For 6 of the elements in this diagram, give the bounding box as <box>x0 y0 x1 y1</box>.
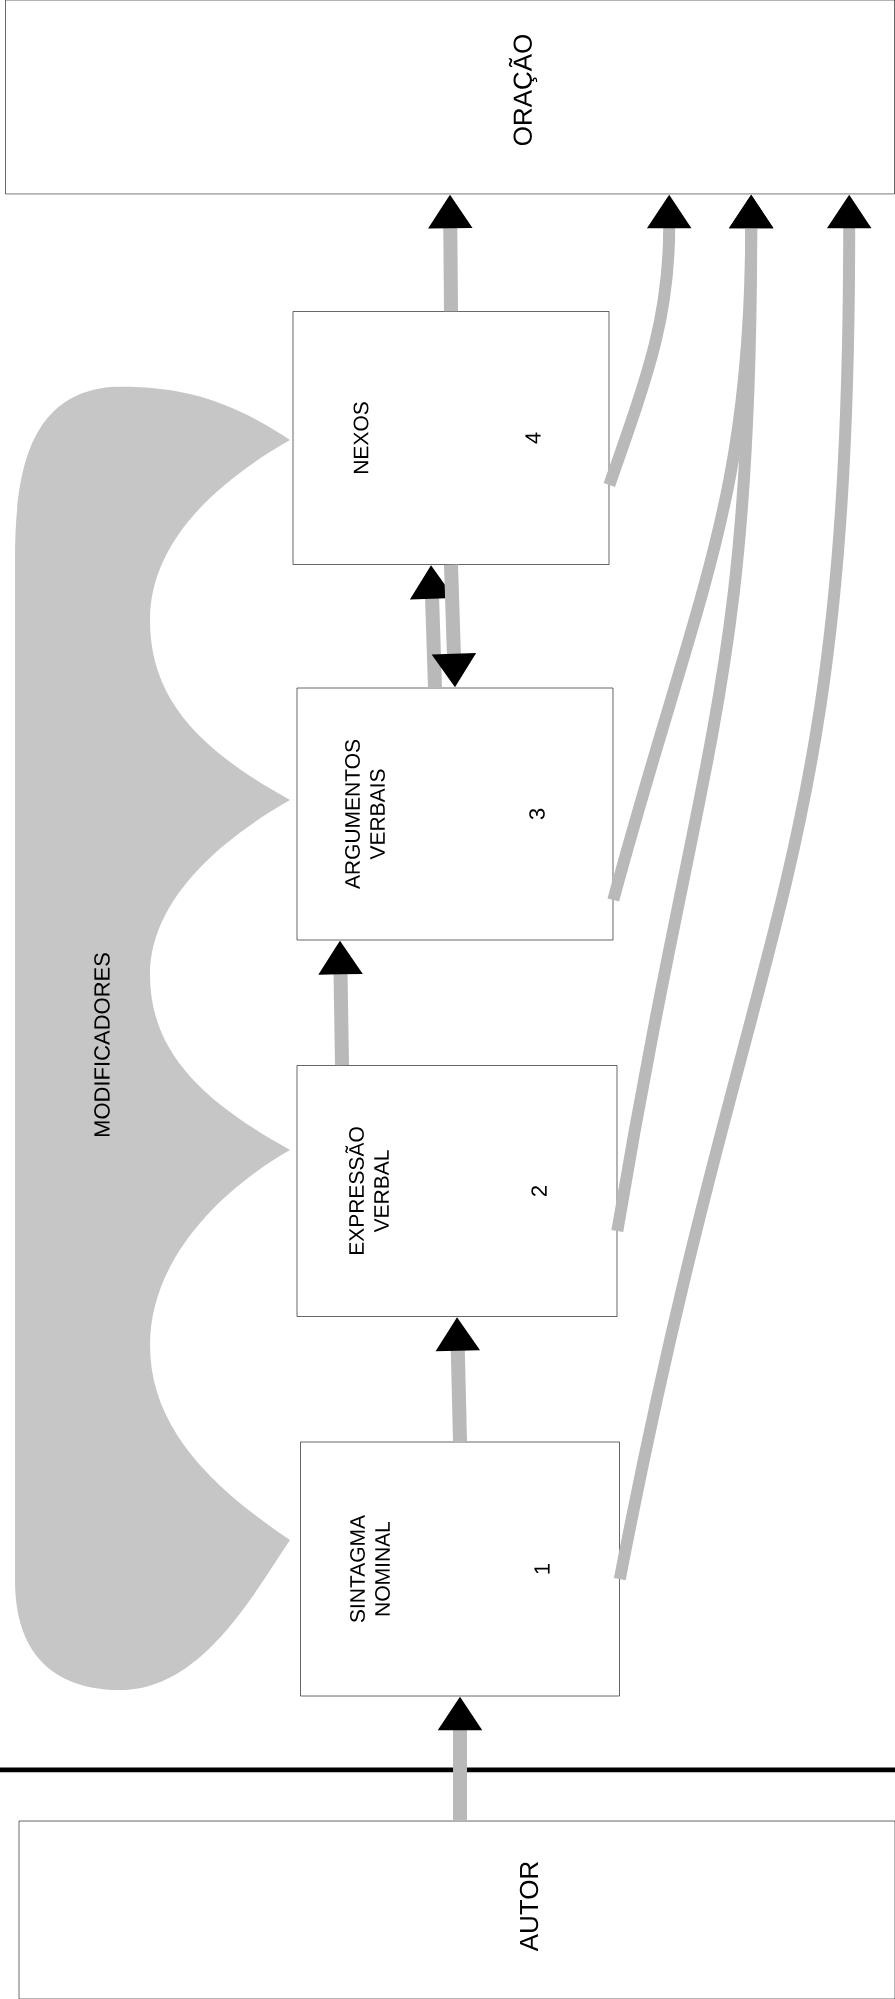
text-band: ORAÇÃO <box>5 0 895 195</box>
text-band: AUTOR <box>18 1820 895 1999</box>
process-box: ARGUMENTOS VERBAIS 3 <box>296 687 614 941</box>
process-box: EXPRESSÃO VERBAL 2 <box>296 1065 618 1317</box>
process-box: NEXOS 4 <box>292 311 610 565</box>
process-box: SINTAGMA NOMINAL 1 <box>300 1441 620 1697</box>
